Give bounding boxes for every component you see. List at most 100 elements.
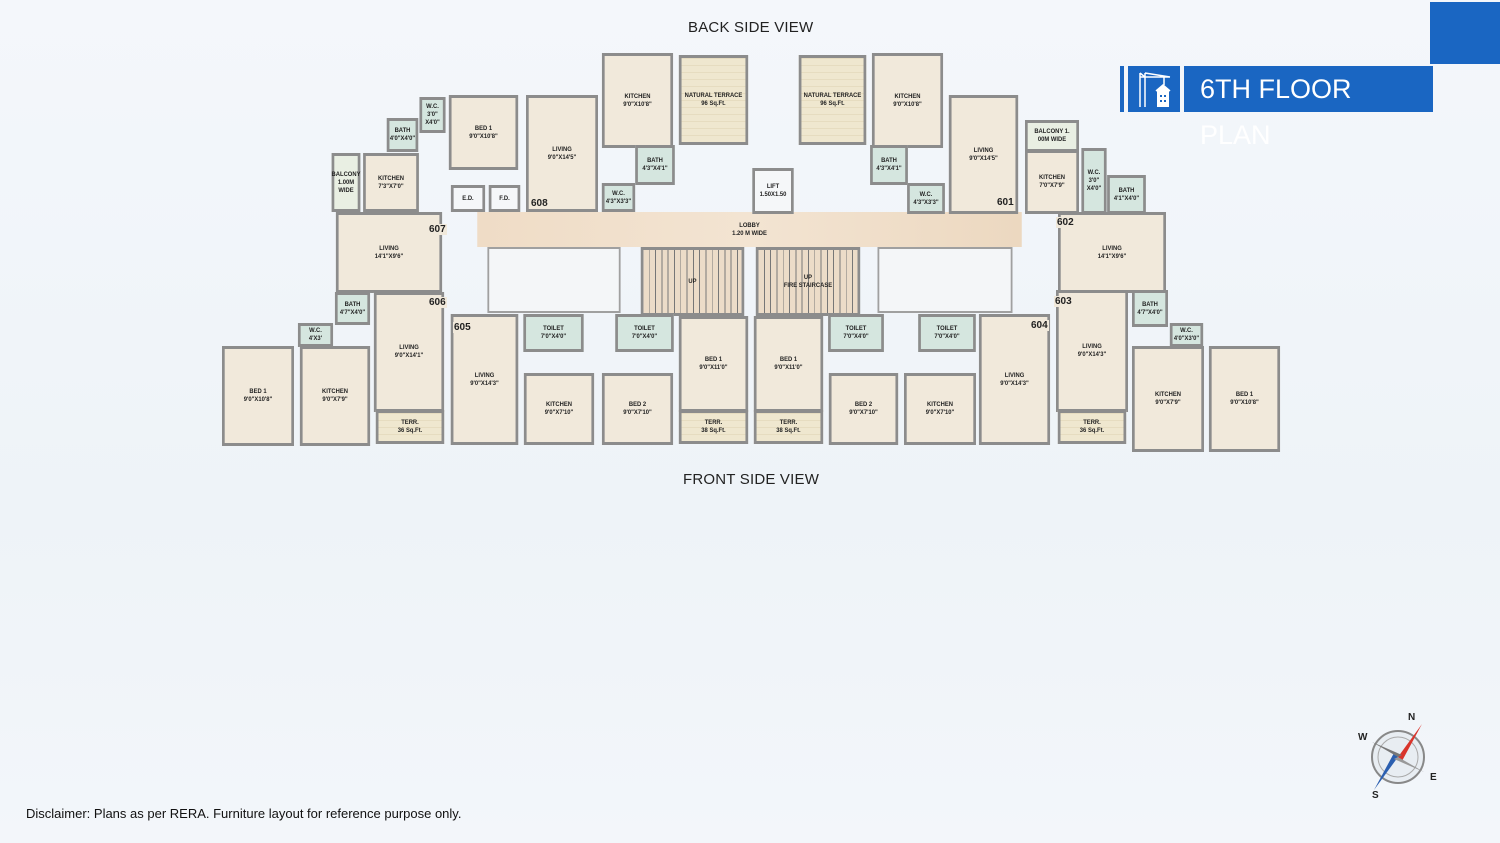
room-label: BED 1 [704, 356, 723, 363]
room-label: LIVING [552, 145, 572, 153]
room-terr: TERR.36 Sq.Ft. [1057, 410, 1127, 444]
room-dimensions: 9'0"X7'10" [925, 409, 955, 416]
room-label: LIVING [379, 244, 399, 252]
room-label: NATURAL TERRACE [803, 92, 862, 99]
room-up: UP [640, 247, 745, 316]
room-label: W.C. [1087, 169, 1101, 176]
room-label: BED 2 [854, 401, 873, 408]
room-label: W.C. [1180, 327, 1193, 334]
disclaimer: Disclaimer: Plans as per RERA. Furniture… [26, 806, 462, 821]
crane-building-icon [1128, 66, 1180, 112]
room-label: BED 2 [628, 401, 647, 408]
room-label: TOILET [543, 325, 564, 332]
room-dimensions: 9'0"X7'10" [623, 409, 652, 416]
room-label: BATH [344, 300, 361, 308]
room-w-c: W.C.4'3"X3'3" [907, 183, 945, 214]
room-dimensions: 1.50X1.50 [759, 191, 787, 198]
room-label: KITCHEN [321, 388, 348, 395]
room-dimensions: 38 Sq.Ft. [776, 427, 801, 434]
room-dimensions: 4'1"X4'0" [1113, 194, 1140, 202]
room-label: KITCHEN [624, 92, 651, 100]
room-label: KITCHEN [377, 174, 404, 182]
room-dimensions: 36 Sq.Ft. [1079, 427, 1105, 434]
room-dimensions: 4'0"X4'0" [389, 135, 416, 142]
room-dimensions: 1.00M WIDE [337, 178, 355, 194]
room-dimensions: FIRE STAIRCASE [783, 281, 833, 289]
room-dimensions: 36 Sq.Ft. [397, 427, 423, 434]
room-balcony-1: BALCONY 1.00M WIDE [1025, 120, 1079, 152]
room-label: LIVING [973, 146, 994, 154]
room-dimensions: 9'0"X14'3" [470, 379, 499, 387]
front-side-view-label: FRONT SIDE VIEW [683, 471, 820, 488]
room-dimensions: 3'0" X4'0" [425, 111, 440, 126]
unit-number: 603 [1054, 296, 1073, 307]
room-label: TOILET [845, 325, 867, 332]
room-dimensions: 7'0"X4'0" [934, 333, 960, 340]
room-label: UP [688, 277, 697, 285]
unit-number: 602 [1056, 217, 1075, 228]
room-void [877, 247, 1013, 313]
room-label: LIVING [1004, 371, 1025, 379]
room-label: BED 1 [474, 124, 493, 132]
room-dimensions: 4'7"X4'0" [339, 308, 366, 316]
room-dimensions: 4'0"X3'0" [1173, 335, 1200, 342]
room-terr: TERR.38 Sq.Ft. [678, 410, 749, 444]
room-label: BALCONY [331, 170, 361, 178]
room-dimensions: 9'0"X7'10" [544, 409, 574, 416]
room-label: LIFT [766, 183, 780, 190]
room-dimensions: 14'1"X9'6" [374, 252, 404, 260]
room-label: F.D. [499, 194, 510, 202]
room-w-c: W.C.4'X3' [297, 323, 334, 347]
room-label: LIVING [1102, 244, 1122, 252]
room-label: KITCHEN [926, 401, 953, 408]
unit-number: 608 [530, 198, 549, 209]
room-label: TOILET [936, 325, 958, 332]
room-label: UP [803, 273, 813, 281]
room-dimensions: 7'0"X4'0" [843, 333, 869, 340]
room-dimensions: 9'0"X14'3" [1000, 379, 1029, 387]
room-dimensions: 9'0"X11'0" [774, 364, 803, 371]
room-label: KITCHEN [894, 92, 921, 100]
room-label: BED 1 [249, 388, 267, 395]
room-f-d: F.D. [488, 185, 521, 212]
room-label: KITCHEN [1038, 174, 1065, 181]
room-label: W.C. [309, 327, 322, 334]
room-dimensions: 9'0"X10'8" [893, 100, 922, 108]
room-dimensions: 4'3"X4'1" [876, 165, 902, 172]
room-label: KITCHEN [545, 401, 572, 408]
room-label: TOILET [634, 325, 655, 332]
room-dimensions: 9'0"X10'8" [243, 396, 273, 403]
room-w-c: W.C.4'0"X3'0" [1169, 323, 1204, 347]
room-dimensions: 4'7"X4'0" [1137, 308, 1163, 316]
room-w-c: W.C.3'0" X4'0" [419, 97, 446, 133]
room-w-c: W.C.3'0" X4'0" [1081, 148, 1107, 214]
room-dimensions: 9'0"X10'8" [469, 132, 498, 140]
compass-east: E [1430, 772, 1437, 783]
room-label: BATH [394, 127, 411, 134]
room-label: BATH [1118, 186, 1135, 194]
room-dimensions: 96 Sq.Ft. [820, 100, 845, 107]
